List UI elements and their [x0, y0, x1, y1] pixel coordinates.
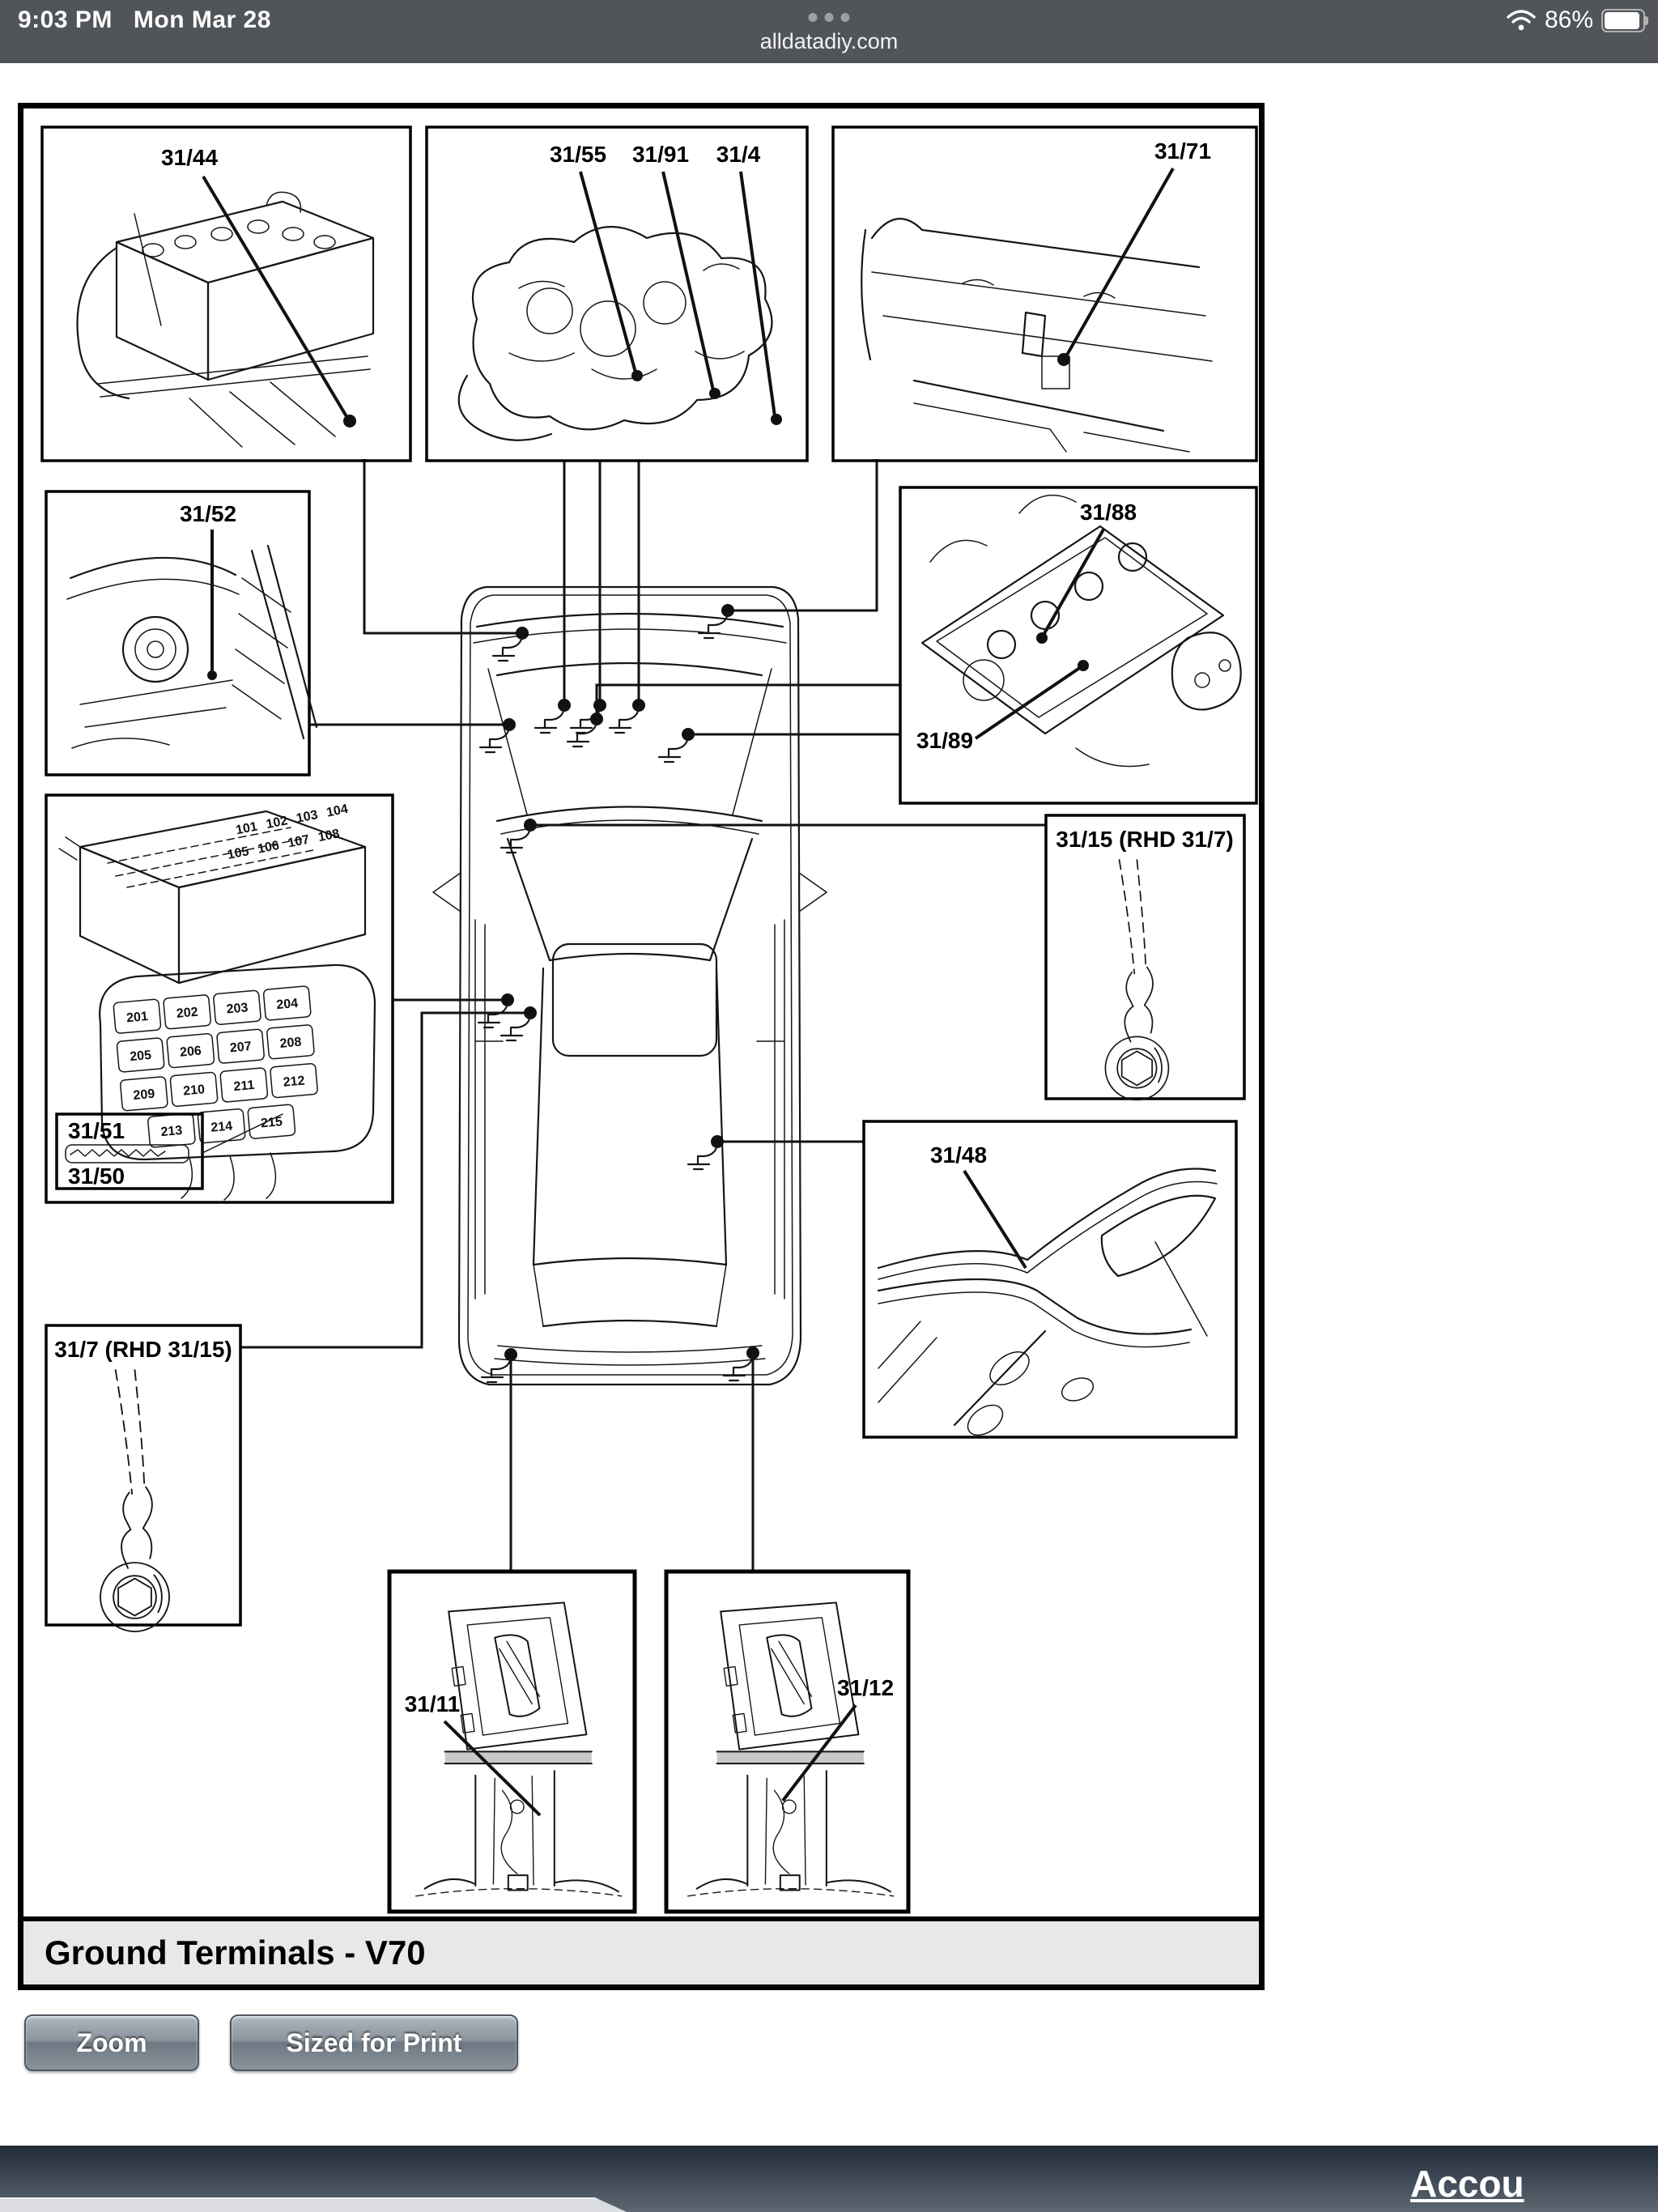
svg-text:215: 215	[260, 1115, 283, 1130]
label-31-44: 31/44	[161, 145, 218, 170]
inset-battery-31-44: 31/44	[40, 125, 412, 462]
label-31-71: 31/71	[1154, 138, 1211, 164]
svg-text:106: 106	[257, 839, 281, 857]
svg-text:104: 104	[325, 802, 350, 820]
car-top-view	[432, 585, 827, 1386]
label-31-7: 31/7 (RHD 31/15)	[54, 1337, 232, 1362]
address-bar[interactable]: alldatadiy.com	[759, 29, 899, 53]
svg-text:102: 102	[265, 814, 289, 832]
account-link[interactable]: Accou	[1410, 2163, 1524, 2205]
inset-pillar-31-11: 31/11	[387, 1569, 637, 1914]
figure-caption: Ground Terminals - V70	[45, 1933, 426, 1972]
svg-text:214: 214	[210, 1119, 233, 1134]
svg-text:203: 203	[226, 1001, 249, 1016]
label-31-55: 31/55	[550, 142, 606, 167]
battery-percent: 86%	[1544, 6, 1593, 33]
svg-text:212: 212	[283, 1074, 305, 1089]
inset-cable-31-7: 31/7 (RHD 31/15)	[45, 1324, 242, 1632]
svg-text:201: 201	[126, 1010, 149, 1025]
inset-engine-31-55: 31/55 31/91 31/4	[425, 125, 809, 462]
label-31-52: 31/52	[180, 501, 236, 526]
inset-strut-31-52: 31/52	[45, 490, 318, 776]
label-31-4: 31/4	[716, 142, 761, 167]
svg-text:101: 101	[235, 820, 259, 838]
status-bar: 9:03 PM Mon Mar 28 alldatadiy.com 86%	[0, 0, 1658, 63]
svg-text:208: 208	[279, 1036, 302, 1051]
status-time: 9:03 PM	[18, 6, 113, 33]
diagram-canvas: 31/44 31/55 31/91	[40, 125, 1258, 1914]
status-date: Mon Mar 28	[133, 6, 271, 33]
ground-point	[491, 625, 530, 662]
label-31-12: 31/12	[837, 1675, 894, 1700]
sized-for-print-button[interactable]: Sized for Print	[230, 2014, 518, 2071]
clock: 9:03 PM Mon Mar 28	[18, 6, 271, 34]
ground-terminals-diagram: 31/44 31/55 31/91	[18, 103, 1265, 1990]
label-31-91: 31/91	[632, 142, 689, 167]
inset-valvecover-31-88: 31/88 31/89	[899, 486, 1258, 805]
inset-cable-31-15: 31/15 (RHD 31/7)	[1044, 814, 1246, 1101]
inset-fusebox: 101 102 103 104 105 106 107 108	[45, 793, 394, 1204]
svg-text:206: 206	[179, 1044, 202, 1059]
svg-text:204: 204	[276, 997, 299, 1012]
label-31-11: 31/11	[405, 1691, 461, 1716]
svg-text:209: 209	[133, 1087, 155, 1103]
inset-panel-31-71: 31/71	[831, 125, 1258, 462]
svg-text:108: 108	[317, 827, 341, 844]
battery-icon	[1601, 8, 1648, 32]
bottom-nav-bar: Accou	[0, 2146, 1658, 2212]
figure-caption-bar: Ground Terminals - V70	[23, 1916, 1259, 1984]
svg-text:107: 107	[287, 833, 311, 851]
label-31-51: 31/51	[68, 1118, 125, 1143]
svg-text:211: 211	[233, 1078, 255, 1094]
svg-text:105: 105	[227, 844, 251, 862]
label-31-88: 31/88	[1080, 500, 1137, 525]
svg-text:205: 205	[130, 1049, 152, 1064]
svg-text:103: 103	[295, 808, 320, 826]
zoom-button[interactable]: Zoom	[24, 2014, 199, 2071]
svg-text:210: 210	[183, 1083, 206, 1098]
svg-text:202: 202	[176, 1006, 198, 1021]
tab-overview-icon[interactable]	[808, 13, 850, 22]
label-31-48: 31/48	[930, 1142, 987, 1168]
bottom-tab	[0, 2197, 627, 2212]
label-31-50: 31/50	[68, 1163, 125, 1189]
label-31-15: 31/15 (RHD 31/7)	[1056, 827, 1233, 852]
inset-pillar-31-12: 31/12	[664, 1569, 911, 1914]
svg-text:207: 207	[229, 1040, 252, 1055]
svg-text:213: 213	[160, 1124, 183, 1139]
wifi-icon	[1507, 10, 1536, 31]
inset-seam-31-48: 31/48	[862, 1120, 1238, 1439]
label-31-89: 31/89	[916, 728, 973, 753]
